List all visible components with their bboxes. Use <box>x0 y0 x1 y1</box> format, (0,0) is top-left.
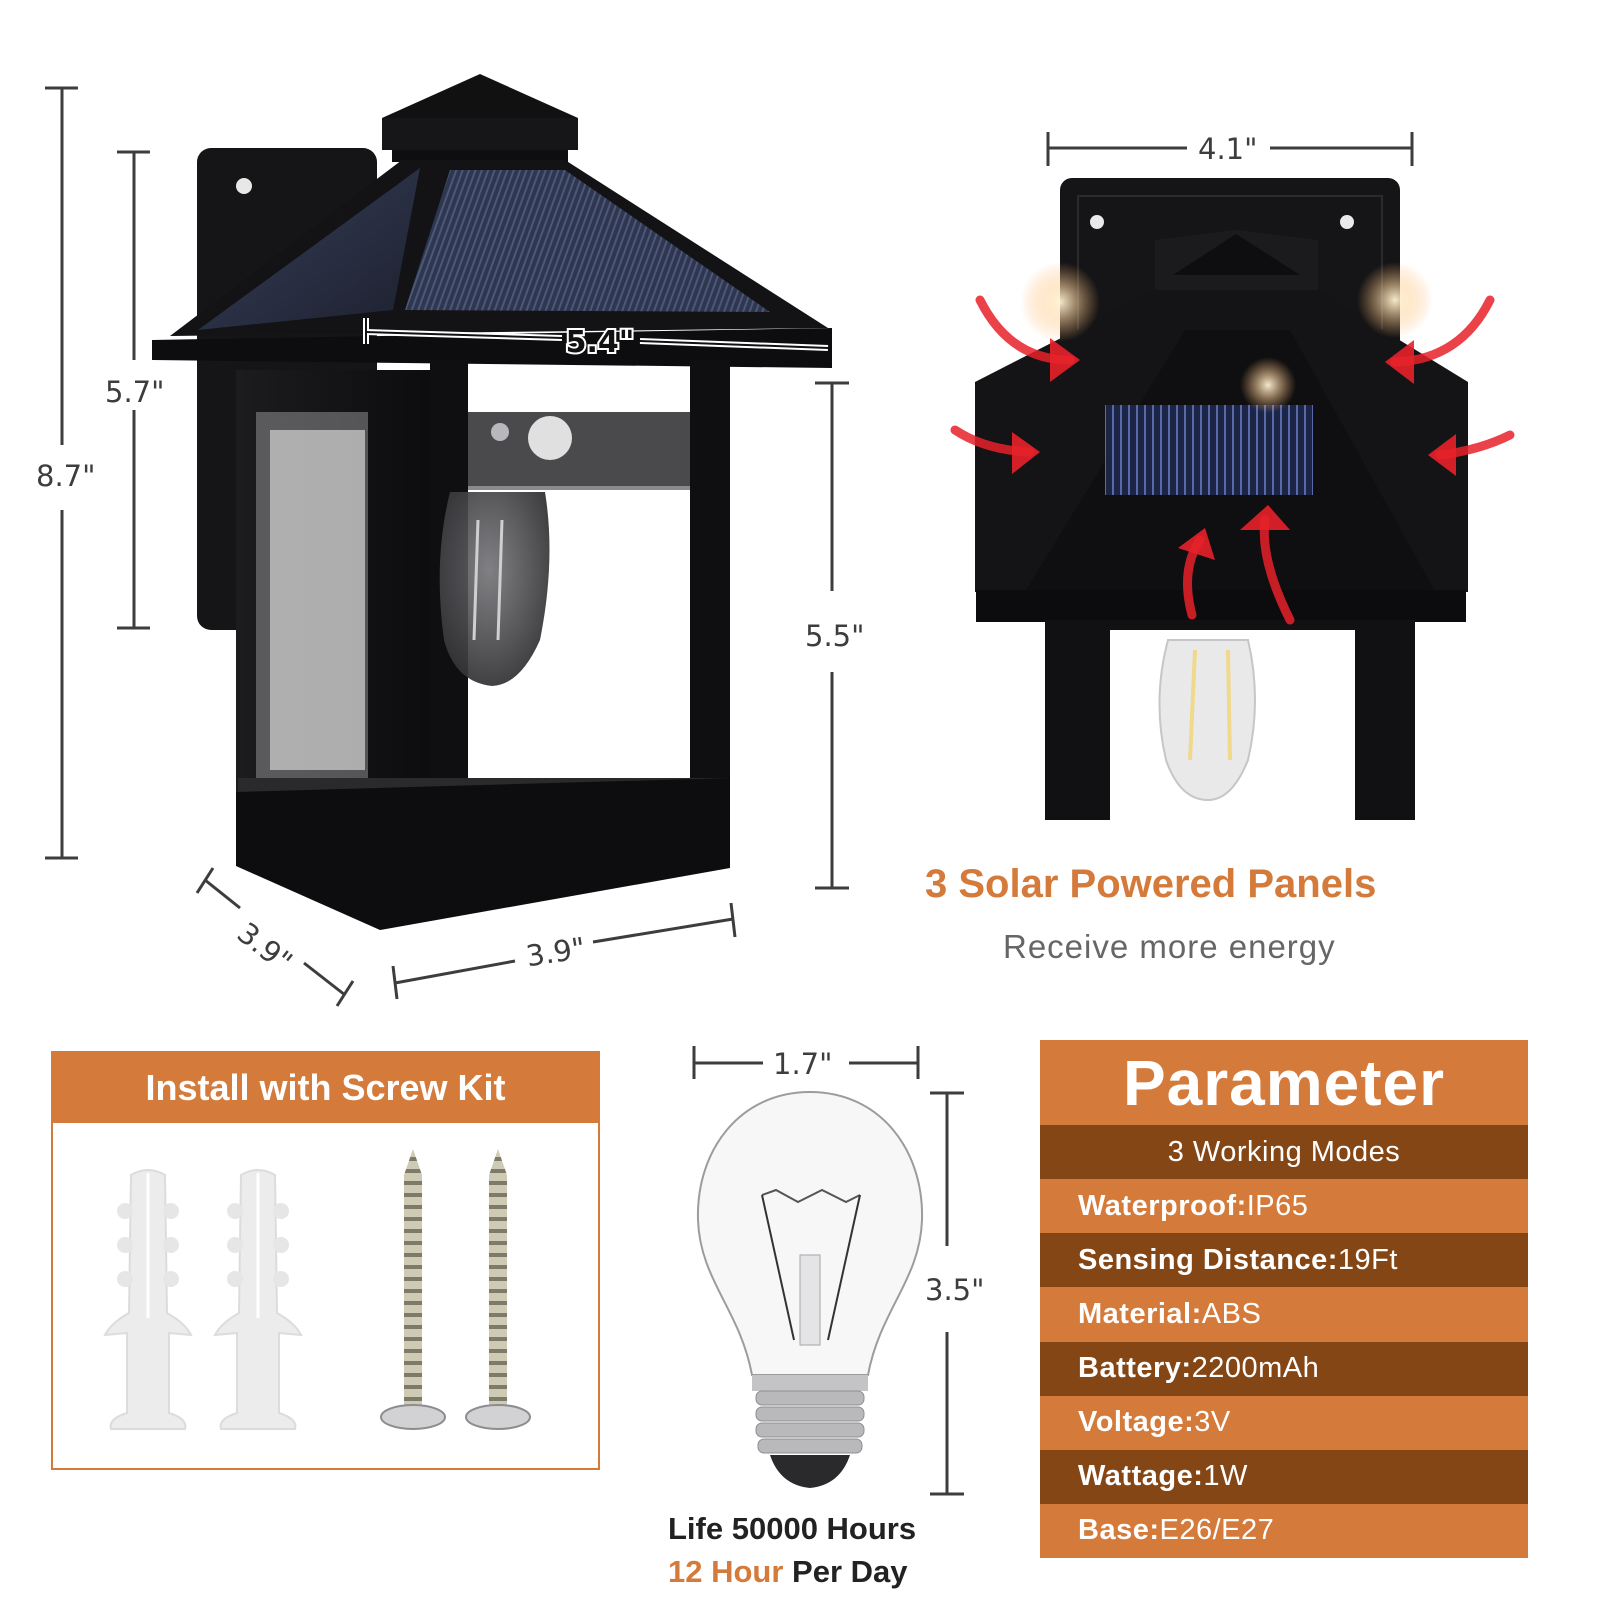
param-label: Battery: <box>1078 1352 1192 1385</box>
param-row-waterproof: Waterproof:IP65 <box>1040 1179 1528 1234</box>
screw-kit-contents <box>53 1123 598 1470</box>
screw-icon <box>380 1149 446 1430</box>
screw-kit-title: Install with Screw Kit <box>53 1053 598 1123</box>
screw-icon <box>465 1149 531 1430</box>
param-row-battery: Battery:2200mAh <box>1040 1341 1528 1396</box>
param-value: ABS <box>1201 1297 1262 1330</box>
backplate-width-label: 4.1" <box>1198 132 1258 166</box>
param-label: Voltage: <box>1078 1406 1195 1439</box>
bulb-image <box>696 1090 924 1488</box>
wall-anchor-icon <box>213 1169 303 1430</box>
param-row-wattage: Wattage:1W <box>1040 1449 1528 1504</box>
body-height-label: 5.5" <box>805 619 865 653</box>
param-label: Wattage: <box>1078 1460 1204 1493</box>
roof-width-label: 5.4" <box>566 325 635 360</box>
param-label: 3 Working Modes <box>1167 1135 1401 1168</box>
parameter-table: Parameter 3 Working Modes Waterproof:IP6… <box>1040 1040 1528 1558</box>
lamp-front-view-image <box>950 178 1515 820</box>
wall-anchor-icon <box>103 1169 193 1430</box>
screw-kit-panel: Install with Screw Kit <box>51 1051 600 1470</box>
overall-height-label: 8.7" <box>36 459 96 493</box>
param-row-voltage: Voltage:3V <box>1040 1395 1528 1450</box>
param-label: Base: <box>1078 1514 1160 1547</box>
param-value: 3V <box>1194 1406 1231 1439</box>
param-row-material: Material:ABS <box>1040 1287 1528 1342</box>
parameter-title: Parameter <box>1040 1040 1528 1125</box>
param-label: Waterproof: <box>1078 1189 1247 1222</box>
param-label: Material: <box>1078 1297 1202 1330</box>
lamp-side-view-image: 5.4" <box>152 74 832 930</box>
param-value: 19Ft <box>1337 1243 1398 1276</box>
param-value: 1W <box>1203 1460 1248 1493</box>
bulb-caption: Life 50000 Hours 12 Hour Per Day <box>668 1507 968 1593</box>
param-row-sensing-distance: Sensing Distance:19Ft <box>1040 1233 1528 1288</box>
param-value: IP65 <box>1246 1189 1309 1222</box>
bulb-hours-rest: Per Day <box>783 1554 908 1589</box>
solar-panels-subtitle: Receive more energy <box>1003 928 1336 965</box>
bulb-life-text: Life 50000 Hours <box>668 1511 917 1546</box>
param-value: E26/E27 <box>1159 1514 1275 1547</box>
param-row-working-modes: 3 Working Modes <box>1040 1125 1528 1180</box>
param-row-base: Base:E26/E27 <box>1040 1503 1528 1558</box>
bulb-width-label: 1.7" <box>773 1047 833 1081</box>
param-label: Sensing Distance: <box>1078 1243 1338 1276</box>
bulb-height-label: 3.5" <box>925 1273 985 1307</box>
solar-panels-title: 3 Solar Powered Panels <box>925 862 1377 906</box>
bulb-hours-accent: 12 Hour <box>668 1554 784 1589</box>
bulb-hours-text: 12 Hour Per Day <box>668 1550 968 1593</box>
backplate-height-label: 5.7" <box>105 375 165 409</box>
param-value: 2200mAh <box>1191 1352 1320 1385</box>
